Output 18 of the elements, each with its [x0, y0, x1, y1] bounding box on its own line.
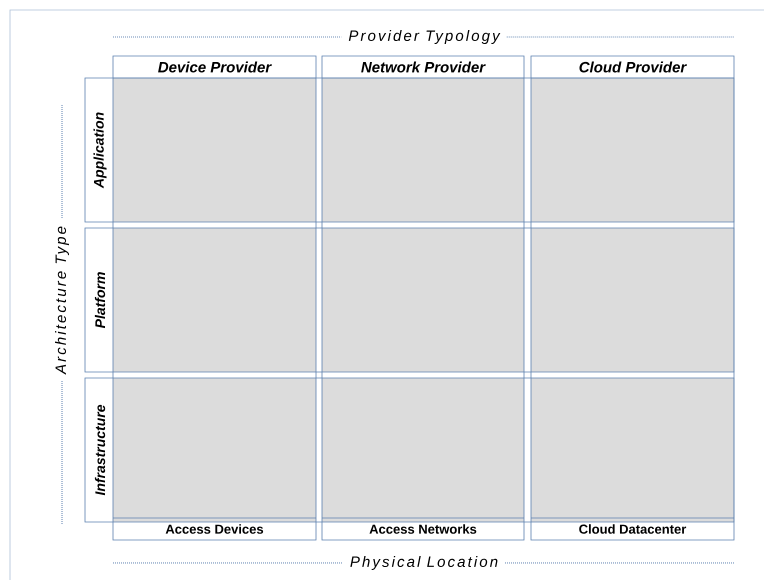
- grid-cell: [531, 378, 734, 522]
- grid-cell: [113, 378, 316, 522]
- column-box: Device Provider Access Devices: [112, 56, 316, 540]
- grid-cell: [113, 228, 316, 372]
- column-box: Network Provider Access Networks: [322, 56, 524, 540]
- row-box: Platform: [84, 228, 734, 372]
- grid-cell: [322, 378, 524, 522]
- column-box: Cloud Provider Cloud Datacenter: [530, 56, 734, 540]
- axis-title: Architecture Type: [55, 226, 69, 375]
- row-box: Application: [84, 78, 734, 222]
- axis-title: Physical Location: [350, 556, 498, 570]
- axis-title: Provider Typology: [348, 30, 500, 44]
- grid-cell: [322, 228, 524, 372]
- row-box: Infrastructure: [84, 378, 734, 522]
- grid-cell: [531, 228, 734, 372]
- grid-cell: [322, 78, 524, 222]
- grid-cell: [531, 78, 734, 222]
- grid-cell: [113, 78, 316, 222]
